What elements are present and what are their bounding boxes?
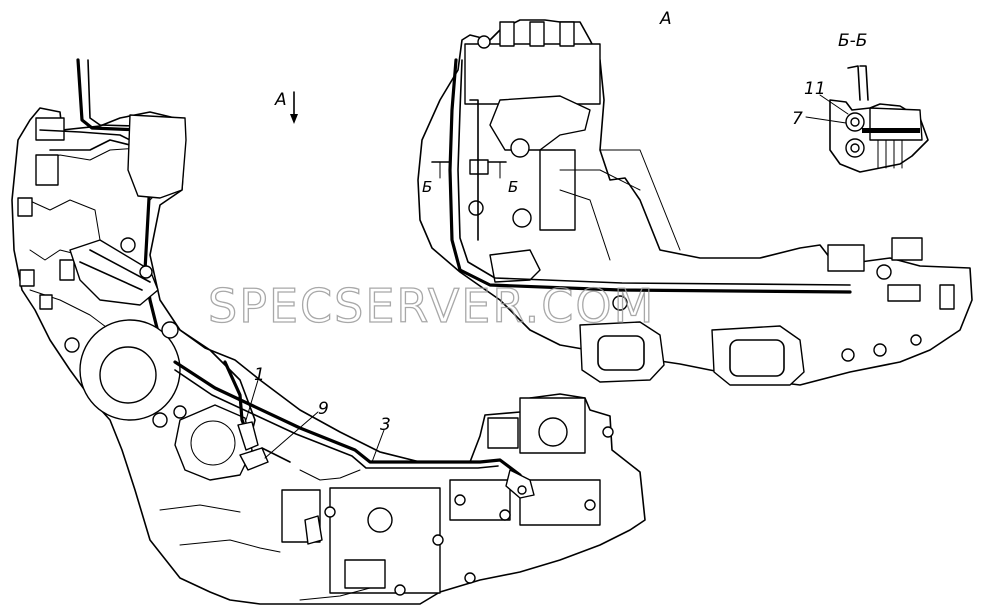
callout-3: 3: [380, 415, 391, 435]
section-mark-right: Б: [508, 178, 518, 196]
section-mark-left: Б: [422, 178, 432, 196]
clamp-9: [239, 447, 291, 471]
pipe-end-fitting: [505, 469, 535, 499]
view-a-detail: А: [417, 9, 973, 386]
callout-7: 7: [792, 109, 803, 129]
section-marks: Б Б: [422, 161, 518, 196]
callout-11-leader: [819, 94, 849, 115]
callout-9-leader: [264, 411, 319, 459]
view-a-arrow-label: А: [274, 90, 287, 110]
callout-9: 9: [318, 399, 329, 419]
section-b-b-title: Б-Б: [838, 31, 867, 51]
callout-3-leader: [371, 429, 385, 463]
view-a-indicator: А: [274, 90, 298, 124]
view-a-arrowhead: [290, 114, 298, 124]
watermark-text: SPECSERVER.COM: [208, 279, 655, 333]
callout-1-leader: [245, 379, 259, 421]
view-a-title: А: [659, 9, 672, 29]
callout-1: 1: [254, 365, 265, 385]
main-engine-view: [11, 58, 646, 605]
callouts-main: 1 9 3: [245, 365, 391, 463]
callout-11: 11: [804, 79, 826, 99]
section-b-b-detail: Б-Б 11 7: [792, 31, 929, 173]
callout-7-leader: [805, 116, 847, 124]
